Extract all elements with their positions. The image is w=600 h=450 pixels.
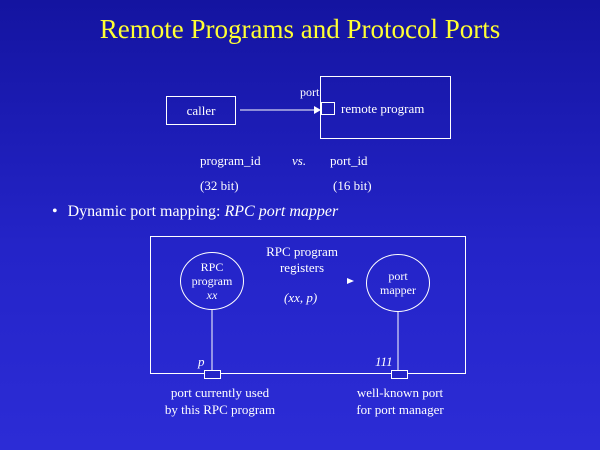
vs-label: vs. bbox=[292, 153, 307, 168]
mapper-line1: port bbox=[388, 269, 408, 283]
caller-box: caller bbox=[166, 96, 236, 125]
slide-title: Remote Programs and Protocol Ports bbox=[99, 14, 501, 44]
registers-line2: registers bbox=[279, 260, 325, 275]
port-111-square bbox=[391, 370, 408, 379]
port-111-label: 111 bbox=[375, 354, 393, 369]
register-arrowhead bbox=[347, 278, 354, 284]
rpc-program-line3: xx bbox=[206, 288, 218, 302]
rpc-program-line1: RPC bbox=[200, 260, 224, 274]
port-square bbox=[321, 102, 335, 115]
program-id-label: program_id bbox=[200, 153, 261, 168]
remote-program-label: remote program bbox=[341, 101, 425, 116]
bullet-point: • Dynamic port mapping: RPC port mapper bbox=[52, 203, 338, 221]
port-label: port bbox=[300, 85, 320, 99]
rpc-program-line2: program bbox=[191, 274, 233, 288]
left-caption-line2: by this RPC program bbox=[164, 402, 276, 417]
rpc-program-circle: RPC program xx bbox=[180, 252, 244, 310]
right-caption: well-known port for port manager bbox=[330, 384, 470, 418]
host-box bbox=[150, 236, 466, 374]
port-p-square bbox=[204, 370, 221, 379]
program-id-bits: (32 bit) bbox=[200, 178, 239, 193]
registers-label: RPC program registers bbox=[250, 244, 354, 276]
port-id-bits: (16 bit) bbox=[333, 178, 372, 193]
left-caption: port currently used by this RPC program bbox=[140, 384, 300, 418]
bullet-text: Dynamic port mapping: bbox=[67, 203, 225, 220]
remote-program-box bbox=[320, 76, 451, 139]
caller-arrowhead bbox=[314, 106, 321, 114]
port-p-label: p bbox=[198, 354, 205, 369]
registers-line1: RPC program bbox=[266, 244, 338, 259]
left-caption-line1: port currently used bbox=[170, 385, 270, 400]
registers-args: (xx, p) bbox=[284, 290, 318, 305]
port-mapper-circle: port mapper bbox=[366, 254, 430, 312]
mapper-line2: mapper bbox=[380, 283, 416, 297]
caller-label: caller bbox=[186, 103, 216, 118]
right-caption-line1: well-known port bbox=[356, 385, 444, 400]
bullet-italic-text: RPC port mapper bbox=[224, 203, 339, 220]
right-caption-line2: for port manager bbox=[356, 402, 444, 417]
bullet-symbol: • bbox=[52, 203, 58, 220]
port-id-label: port_id bbox=[330, 153, 368, 168]
